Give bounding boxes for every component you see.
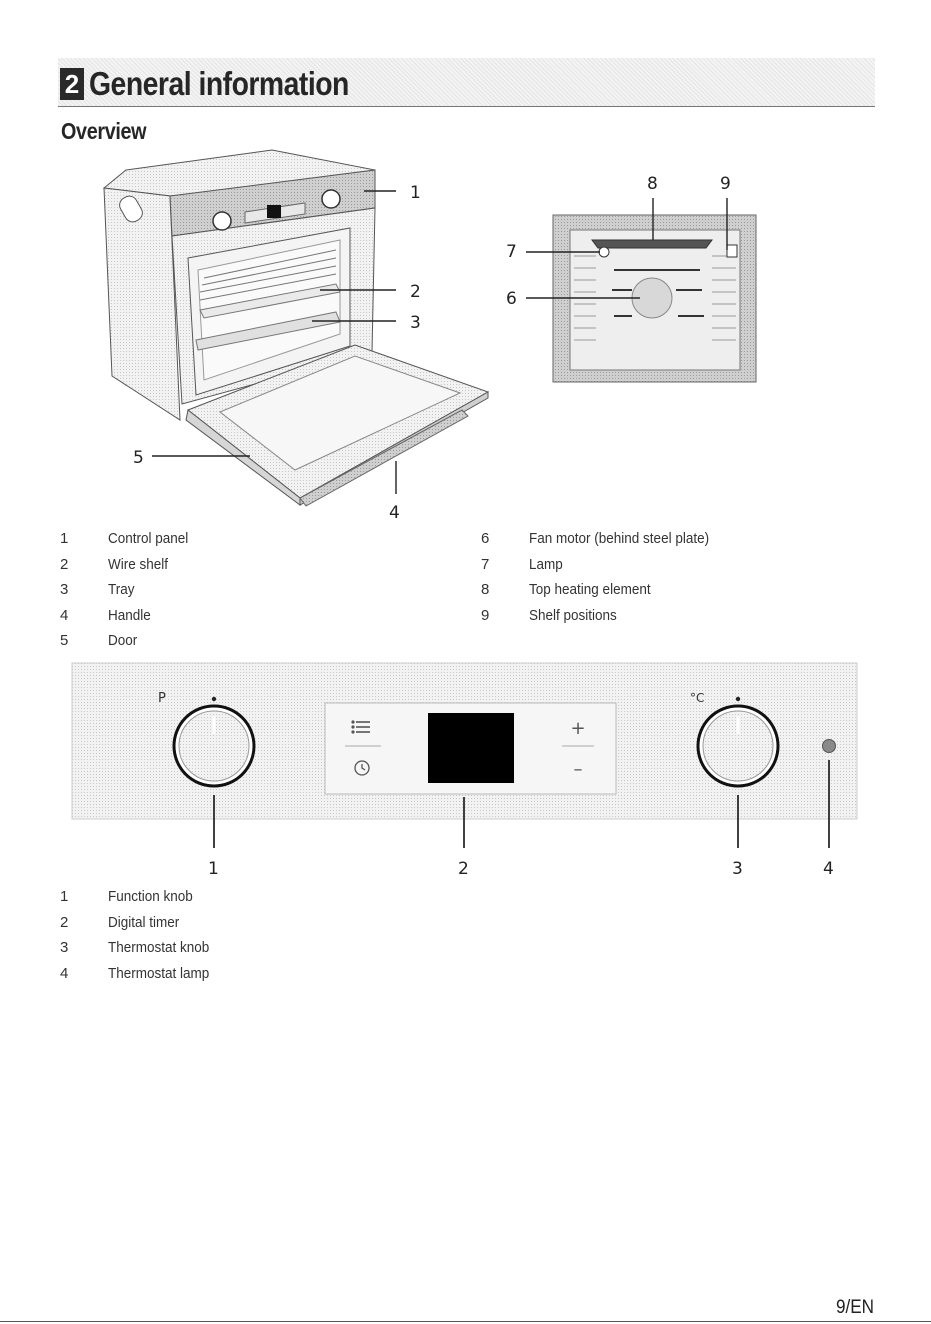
digital-timer: + – xyxy=(325,703,616,794)
thermostat-knob-symbol: °C xyxy=(690,691,704,705)
footer-rule xyxy=(0,1321,931,1322)
panel-callout-1: 1 xyxy=(208,859,219,879)
control-panel-illustration: P + – °C 1 2 xyxy=(0,0,931,900)
panel-callout-3: 3 xyxy=(732,859,743,879)
panel-callout-2: 2 xyxy=(458,859,469,879)
page-number: 9/EN xyxy=(836,1297,874,1319)
timer-plus-button: + xyxy=(570,718,585,739)
thermostat-lamp xyxy=(823,740,836,753)
timer-minus-button: – xyxy=(574,759,583,780)
function-knob-symbol: P xyxy=(158,691,166,706)
function-knob-marker xyxy=(212,697,216,701)
panel-callout-4: 4 xyxy=(823,859,834,879)
timer-display xyxy=(428,713,514,783)
thermostat-knob-marker xyxy=(736,697,740,701)
